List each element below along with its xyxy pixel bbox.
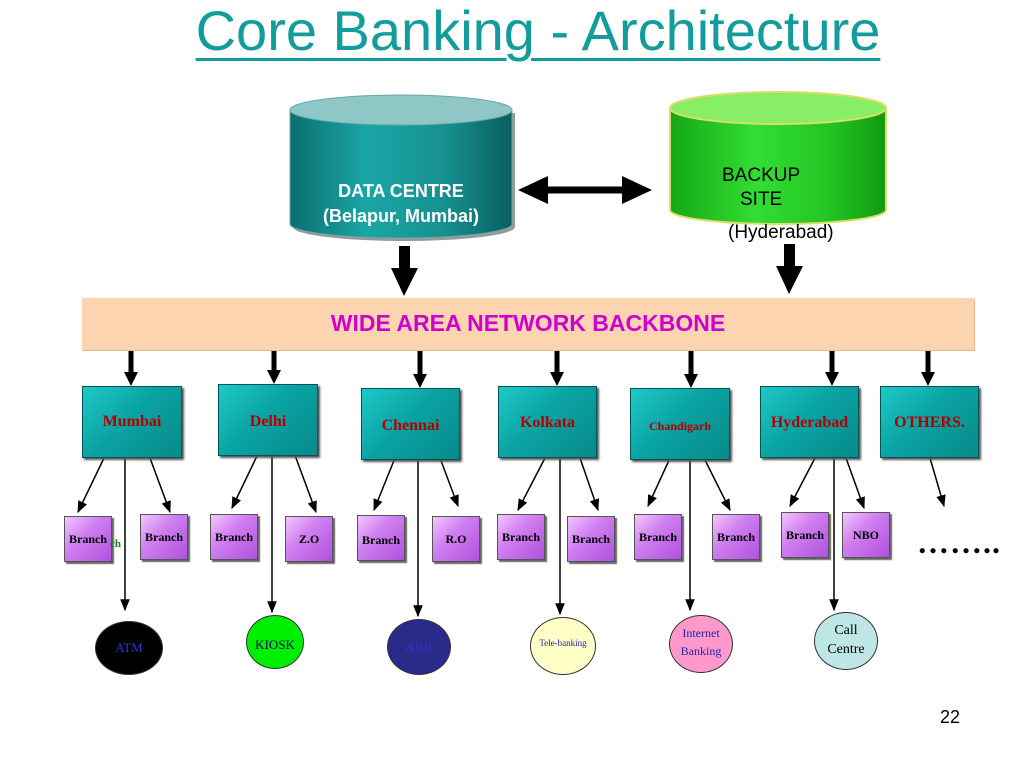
- office-label: Branch: [571, 532, 610, 546]
- channel-call-centre: Call Centre: [814, 612, 878, 670]
- branch-label-fragment: ch: [110, 538, 121, 550]
- data-centre-location: (Belapur, Mumbai): [322, 206, 479, 226]
- office-label: Branch: [361, 533, 400, 547]
- slide-title: Core Banking - Architecture: [195, 0, 881, 62]
- wan-drop-arrow-head: [413, 374, 427, 388]
- connector-arrow: [571, 446, 600, 512]
- channel-abb: ABB: [387, 619, 451, 675]
- connector-arrow: [694, 446, 731, 512]
- connector-arrow: [647, 446, 679, 508]
- office-box: Z.O: [285, 516, 333, 562]
- wan-drop-arrow-shaft: [925, 350, 931, 374]
- channel-label: Tele-banking: [539, 638, 587, 648]
- wan-backbone: WIDE AREA NETWORK BACKBONE: [82, 298, 974, 350]
- branch-connectors: [77, 446, 946, 618]
- office-label: Branch: [716, 530, 755, 544]
- connector-arrow: [789, 446, 825, 508]
- region-label: Chandigarh: [648, 419, 712, 433]
- region-label: Mumbai: [102, 413, 162, 430]
- office-label: R.O: [445, 532, 467, 546]
- connector-arrow: [77, 446, 114, 514]
- office-box: Branch: [781, 512, 829, 558]
- connector-arrow: [431, 446, 459, 508]
- office-label: NBO: [852, 528, 879, 542]
- channel-label: Internet: [682, 626, 720, 640]
- more-ellipsis: ……..: [917, 524, 1001, 560]
- office-box: Branch: [712, 514, 760, 560]
- office-box: Branch: [357, 515, 405, 561]
- connector-arrow: [922, 446, 946, 508]
- region-label: Chennai: [381, 417, 440, 434]
- office-label: Branch: [144, 530, 183, 544]
- wan-drop-arrow-shaft: [829, 350, 835, 374]
- connector-arrow: [517, 446, 555, 512]
- office-box: Branch: [634, 514, 682, 560]
- office-label: Branch: [785, 528, 824, 542]
- office-box: Branch: [497, 514, 545, 560]
- wan-drop-arrow-head: [124, 372, 138, 386]
- wan-drop-arrow-shaft: [271, 350, 277, 372]
- region-label: OTHERS.: [894, 414, 965, 431]
- office-box: Branch: [140, 514, 188, 560]
- backup-site-label: BACKUP: [722, 165, 801, 186]
- data-centre-cylinder: [289, 94, 515, 241]
- office-label: Z.O: [298, 532, 320, 546]
- region-box-chandigarh: Chandigarh: [630, 388, 730, 460]
- dc-to-wan-arrow: [391, 246, 418, 296]
- region-box-delhi: Delhi: [218, 384, 318, 456]
- wan-drop-arrow-head: [921, 372, 935, 386]
- backup-site-location: (Hyderabad): [728, 222, 834, 243]
- channel-tele-banking: Tele-banking: [530, 617, 596, 675]
- connector-arrow: [231, 446, 266, 510]
- region-box-kolkata: Kolkata: [498, 386, 597, 458]
- office-box: Branch: [64, 516, 112, 562]
- channel-label: KIOSK: [255, 637, 295, 652]
- channel-label: ATM: [115, 640, 143, 655]
- channel-kiosk: KIOSK: [246, 615, 304, 669]
- office-label: Branch: [214, 530, 253, 544]
- region-label: Delhi: [249, 413, 287, 430]
- wan-drop-arrow-shaft: [417, 350, 423, 376]
- office-box: R.O: [432, 516, 480, 562]
- channel-label: ABB: [405, 639, 433, 654]
- wan-drop-arrow-shaft: [554, 350, 560, 374]
- office-box: NBO: [842, 512, 890, 558]
- wan-drop-arrow-head: [825, 372, 839, 386]
- wan-drop-arrow-shaft: [128, 350, 134, 374]
- region-label: Hyderabad: [770, 414, 849, 431]
- channel-internet-banking: Internet Banking: [669, 615, 733, 673]
- replication-arrow: [518, 176, 652, 204]
- connector-arrow: [373, 446, 404, 512]
- region-label: Kolkata: [519, 414, 576, 431]
- region-box-mumbai: Mumbai: [82, 386, 182, 458]
- office-label: Branch: [501, 530, 540, 544]
- page-number: 22: [940, 707, 961, 727]
- channel-label: Call: [834, 623, 858, 638]
- backup-to-wan-arrow: [776, 244, 803, 294]
- channel-label-2: Banking: [680, 644, 722, 658]
- region-box-hyderabad: Hyderabad: [760, 386, 859, 458]
- connector-arrow: [141, 446, 171, 514]
- wan-drop-arrow-head: [550, 372, 564, 386]
- backup-site-label-2: SITE: [740, 189, 783, 210]
- channel-label-2: Centre: [827, 642, 865, 657]
- office-box: Branch: [210, 514, 258, 560]
- channel-atm: ATM: [95, 621, 163, 675]
- backup-site-cylinder: [669, 91, 887, 225]
- office-label: Branch: [68, 532, 107, 546]
- data-centre-label: DATA CENTRE: [338, 181, 464, 201]
- wan-drop-arrow-head: [684, 374, 698, 388]
- office-box: Branch: [567, 516, 615, 562]
- wan-drop-arrow-shaft: [688, 350, 694, 376]
- region-box-chennai: Chennai: [361, 388, 460, 460]
- wan-backbone-label: WIDE AREA NETWORK BACKBONE: [330, 310, 726, 336]
- office-label: Branch: [638, 530, 677, 544]
- wan-drop-arrow-head: [267, 370, 281, 384]
- connector-arrow: [837, 446, 865, 510]
- region-box-others: OTHERS.: [880, 386, 979, 458]
- wan-to-region-arrows: [124, 350, 935, 388]
- connector-arrow: [287, 446, 317, 514]
